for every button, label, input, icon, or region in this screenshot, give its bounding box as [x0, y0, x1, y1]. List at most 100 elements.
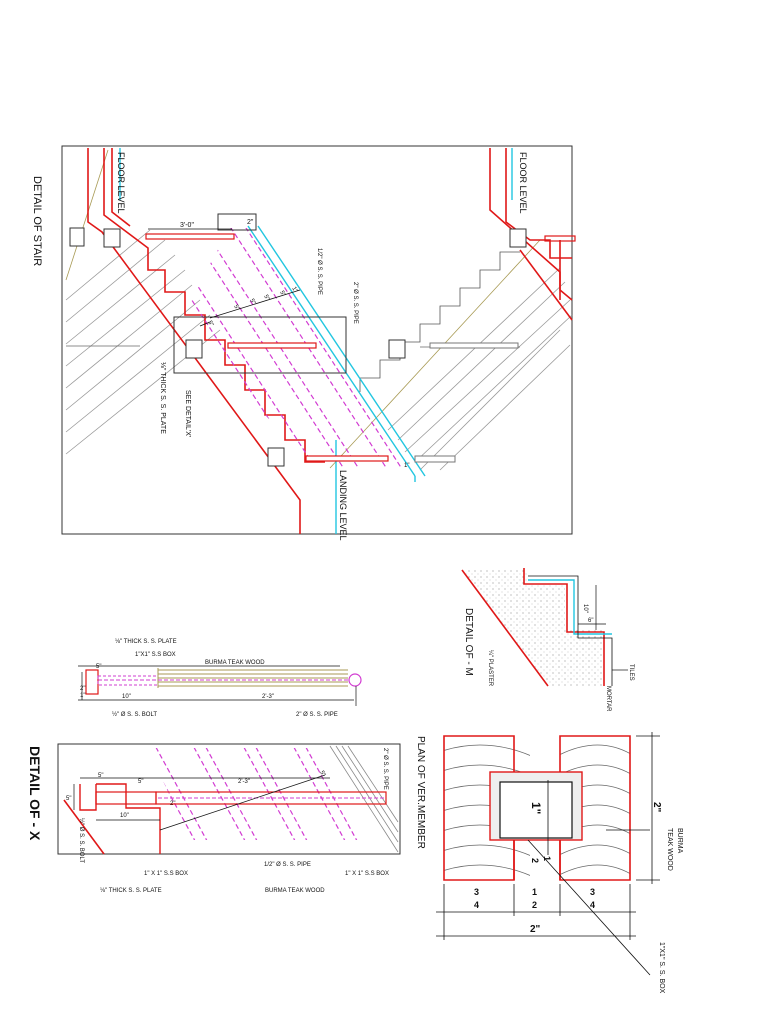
stair-dim-1-b: 1" [404, 463, 409, 469]
stair-dim-3-0: 3'-0" [180, 222, 194, 229]
detail-x-dim-2: 2" [170, 801, 175, 807]
detail-x-frame [57, 743, 401, 855]
detail-m: DETAIL OF - M 10" 6" ¼" PLASTER TILES MO… [461, 568, 634, 712]
stair-dimension-marks [148, 228, 301, 327]
plan-frac-3a: 3 [474, 887, 479, 897]
plan-frac-2b: 2 [532, 900, 537, 910]
stair-dim-5-c: 5" [262, 294, 270, 302]
detail-m-concrete [462, 570, 605, 686]
plan-ss-box-inner [499, 781, 573, 839]
plan-height-2: 2" [651, 802, 662, 813]
plan-box-label: 1"X1" S. S. BOX [658, 942, 665, 994]
plan-frac-2: 2 [530, 858, 540, 863]
stair-dim-5-b: 5" [248, 298, 256, 306]
stair-top-cap [217, 213, 257, 231]
detail-m-mortar: MORTAR [605, 686, 611, 712]
handrail-bolt-label: ½" Ø S. S. BOLT [112, 711, 157, 718]
stair-pipe-2-label: 2" Ø S. S. PIPE [352, 282, 358, 324]
plan-frac-1b: 1 [532, 887, 537, 897]
see-detail-x-box [173, 316, 347, 374]
handrail-elevation: ⅛" THICK S. S. PLATE 1"X1" S.S BOX BURMA… [78, 639, 362, 718]
handrail-box [97, 675, 159, 686]
detail-x-dims [73, 774, 330, 831]
handrail-dim-lines [78, 665, 357, 706]
handrail-dim-10: 10" [122, 694, 131, 700]
plan-inner-1: 1" [529, 802, 543, 814]
stair-handrail-pipe [247, 225, 426, 482]
detail-x-dim-5-b: 5" [138, 779, 143, 785]
stair-dim-5-d: 5" [278, 290, 286, 298]
plan-title: PLAN OF VER.MEMBER [415, 736, 426, 849]
bracket-icon-2 [103, 228, 121, 248]
plan-overall-2: 2" [530, 924, 541, 935]
stair-dim-5-e: 5" [206, 320, 214, 328]
detail-x-pipe [155, 791, 387, 805]
detail-x-dim-5-d: 5" [318, 770, 326, 778]
plan-frac-3b: 3 [590, 887, 595, 897]
bracket-icon-3 [185, 339, 203, 359]
handrail-dim-1: 1" [80, 693, 85, 699]
detail-m-step-outline [523, 568, 605, 686]
plan-frac-1: 1 [542, 856, 552, 861]
handrail-plate-label: ⅛" THICK S. S. PLATE [115, 639, 177, 645]
handrail-wood-label: BURMA TEAK WOOD [205, 660, 265, 666]
detail-x-box-b-label: 1" X 1" S.S BOX [345, 871, 389, 877]
stair-rail-gray [414, 342, 519, 463]
plan-wood-label-2: TEAK WOOD [666, 828, 673, 871]
plan-wood-label-1: BURMA [676, 828, 683, 854]
stair-left-outline [87, 148, 325, 534]
landing-level-label: LANDING LEVEL [338, 470, 348, 541]
stair-pipe-half-label: 1/2" Ø S. S. PIPE [316, 248, 322, 295]
detail-x: DETAIL OF - X 5" 5" 5" 5" 2'-3" 10" 2" 2… [27, 743, 401, 894]
plan-frac-4b: 4 [590, 900, 595, 910]
detail-m-tile-line [528, 579, 612, 635]
detail-x-dim-5-c: 5" [66, 796, 71, 802]
plan-vertical-member: PLAN OF VER.MEMBER [415, 732, 683, 994]
stair-bracket-icons [69, 227, 527, 467]
floor-level-label-right: FLOOR LEVEL [518, 152, 528, 214]
detail-m-dim-10: 10" [582, 604, 588, 613]
stair-dim-2: 2" [247, 219, 254, 226]
detail-x-wood-hatch [329, 745, 399, 853]
detail-x-pipe-2-label: 2" Ø S. S. PIPE [382, 748, 388, 790]
stair-right-outline [489, 148, 573, 321]
stair-left-slab [65, 149, 221, 455]
detail-x-title: DETAIL OF - X [27, 746, 43, 841]
plan-frac-4a: 4 [474, 900, 479, 910]
stair-right-flight [329, 239, 573, 471]
detail-x-pipe-half-label: 1/2" Ø S. S. PIPE [264, 862, 311, 868]
stair-detail: DETAIL OF STAIR FLOOR LEVEL FLOOR LEVEL … [31, 145, 576, 541]
detail-x-dim-2-3: 2'-3" [238, 779, 250, 785]
handrail-pipe-icon [348, 673, 362, 687]
bracket-icon-5 [509, 228, 527, 248]
floor-level-label-left: FLOOR LEVEL [116, 152, 126, 214]
detail-x-slab-edge [63, 799, 105, 855]
plan-dim-lines [436, 732, 660, 976]
stair-plate-label: ⅛" THICK S. S. PLATE [159, 362, 166, 434]
stair-frame [61, 145, 573, 535]
detail-x-step [96, 783, 161, 854]
handrail-wood [157, 668, 348, 688]
stair-rails [145, 233, 576, 462]
stair-title: DETAIL OF STAIR [31, 176, 43, 266]
detail-m-tiles: TILES [628, 664, 634, 681]
detail-m-slab-edge [461, 569, 549, 687]
handrail-dim-2-3: 2'-3" [262, 694, 274, 700]
handrail-dim-5: 5" [96, 664, 101, 670]
handrail-plate [85, 669, 99, 695]
detail-m-plaster: ¼" PLASTER [487, 650, 493, 687]
detail-x-hatch [148, 748, 363, 840]
handrail-box-label: 1"X1" S.S BOX [135, 652, 176, 658]
handrail-dim-2: 2" [80, 686, 85, 692]
stair-dim-5-a: 5" [232, 304, 240, 312]
handrail-pipe-label: 2" Ø S. S. PIPE [296, 712, 338, 718]
detail-x-box-a-label: 1" X 1" S.S BOX [144, 871, 188, 877]
detail-x-plate [79, 784, 97, 811]
detail-m-title: DETAIL OF - M [463, 608, 474, 676]
stair-dim-1-a: 1" [290, 286, 298, 294]
bracket-icon-1 [69, 227, 85, 247]
detail-x-dim-10: 10" [120, 813, 129, 819]
detail-m-mortar-line [528, 575, 613, 686]
detail-x-plate-label: ⅛" THICK S. S. PLATE [100, 888, 162, 894]
